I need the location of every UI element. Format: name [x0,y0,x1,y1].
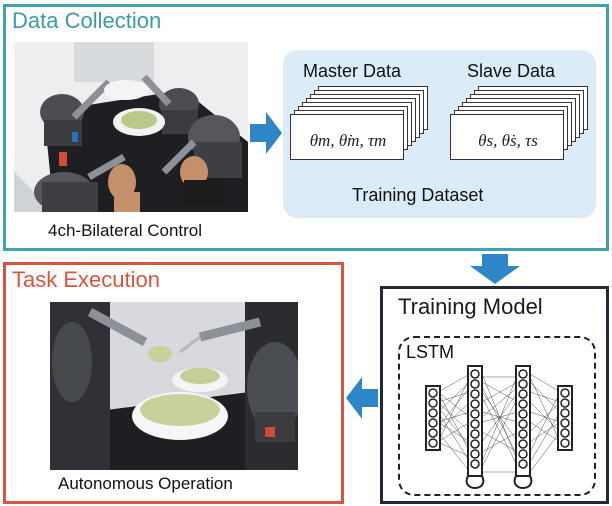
training-dataset-label: Training Dataset [352,185,484,205]
task-execution-panel [3,262,344,504]
autonomous-operation-caption: Autonomous Operation [58,474,233,493]
lstm-network-box [398,336,596,496]
left-arrow-icon [346,375,378,421]
slave-data-stack [447,86,597,166]
training-model-panel [380,286,609,504]
lstm-network-diagram [420,362,580,494]
right-arrow-icon [250,110,282,156]
master-variables: θm, θ̇m, τm [309,131,387,150]
bilateral-control-caption: 4ch-Bilateral Control [48,221,203,240]
master-data-label: Master Data [303,61,402,81]
training-model-title: Training Model [398,294,543,319]
master-data-stack [287,86,437,166]
data-collection-title: Data Collection [12,8,162,33]
slave-variables: θs, θ̇s, τs [478,131,538,150]
down-arrow-icon [470,254,520,284]
lstm-label: LSTM [406,342,455,362]
bilateral-control-photo [14,42,248,212]
data-collection-panel [3,4,609,251]
task-execution-title: Task Execution [12,267,160,292]
autonomous-operation-photo [50,302,298,470]
slave-data-label: Slave Data [467,61,556,81]
